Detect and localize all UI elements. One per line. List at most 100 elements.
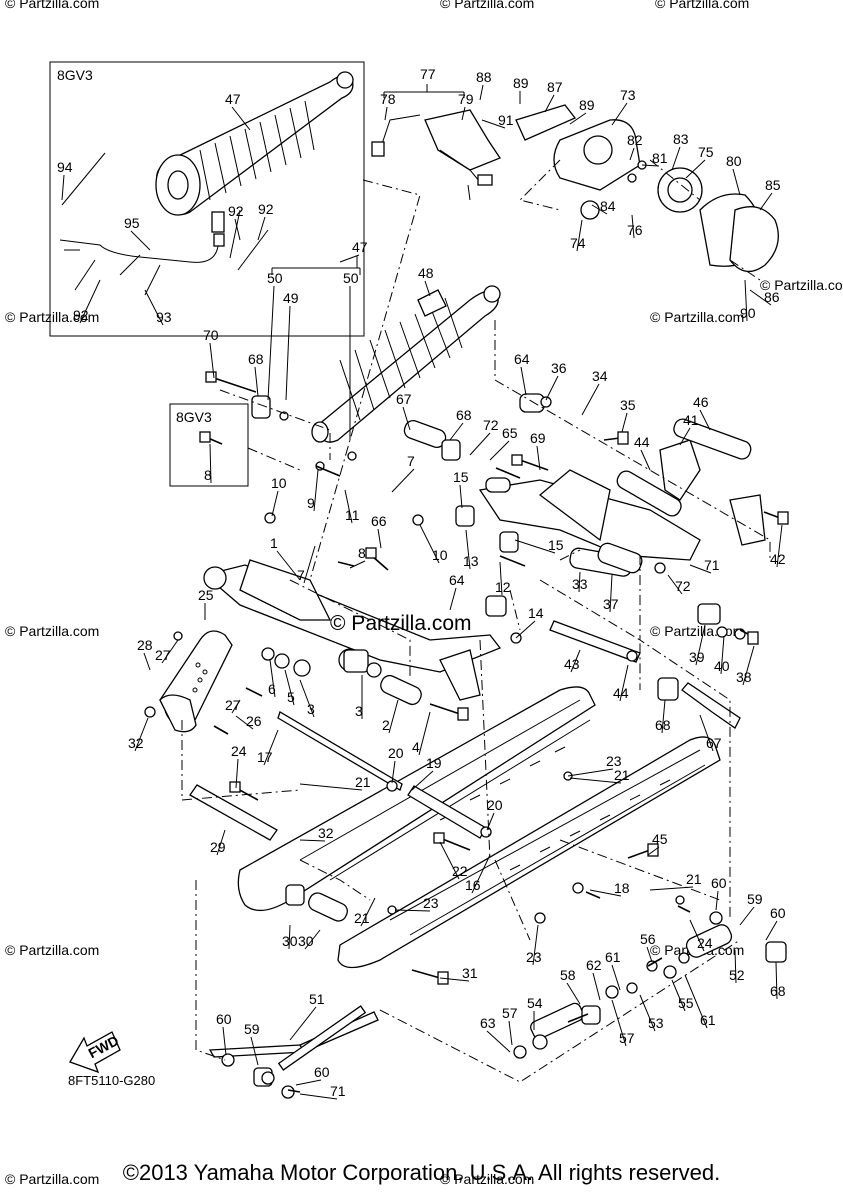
callout-leader-31 [439,977,470,982]
callout-30: 30 [282,933,298,949]
callout-33: 33 [572,576,588,592]
callout-36: 36 [551,360,567,376]
callout-leader-23 [567,768,614,777]
callout-leader-24 [235,758,239,789]
callout-21: 21 [355,774,371,790]
callout-68: 68 [655,717,671,733]
watermark-text: © Partzilla.com [760,277,843,293]
callout-leader-85 [759,192,773,211]
callout-47: 47 [225,91,241,107]
bracket-77 [383,84,465,98]
callout-leader-50 [267,285,275,401]
callout-35: 35 [620,397,636,413]
callout-59: 59 [244,1021,260,1037]
callout-61: 61 [700,1012,716,1028]
callout-63: 63 [480,1015,496,1031]
callout-23: 23 [606,753,622,769]
callout-61: 61 [605,949,621,965]
callout-44: 44 [634,434,650,450]
inset-shock-absorber [59,71,354,296]
callout-10: 10 [432,547,448,563]
callout-87: 87 [547,79,563,95]
callout-leader-84 [591,204,608,215]
callout-leader-58 [566,982,581,1005]
callout-92: 92 [73,307,89,323]
watermark-text: © Partzilla.com [655,0,749,11]
watermark-text: © Partzilla.com [650,309,744,325]
callout-78: 78 [380,91,396,107]
callout-55: 55 [678,995,694,1011]
callout-leader-23 [394,909,431,912]
callout-89: 89 [513,75,529,91]
callout-10: 10 [271,475,287,491]
callout-54: 54 [527,995,543,1011]
callout-69: 69 [530,430,546,446]
callout-64: 64 [449,572,465,588]
callout-57: 57 [619,1030,635,1046]
callout-leader-92 [234,218,241,241]
callout-15: 15 [548,537,564,553]
callout-leader-30 [288,924,291,950]
callout-47: 47 [352,239,368,255]
callout-leader-76 [631,214,635,239]
callout-leader-68 [449,422,464,441]
callout-92: 92 [258,201,274,217]
callout-leader-64 [520,366,527,396]
callout-62: 62 [586,957,602,973]
callout-leader-55 [671,979,686,1012]
callout-leader-36 [545,375,559,401]
callout-50: 50 [343,270,359,286]
callout-16: 16 [465,877,481,893]
callout-30: 30 [298,933,314,949]
callout-leader-11 [344,489,353,524]
callout-leader-13 [465,529,471,570]
callout-93: 93 [156,309,172,325]
callout-leader-44 [640,449,651,471]
callout-leader-69 [536,445,541,471]
shafts [189,393,741,1071]
callout-72: 72 [675,578,691,594]
callout-leader-60 [295,1079,322,1086]
callout-2: 2 [382,717,390,733]
callout-24: 24 [231,743,247,759]
callout-3: 3 [307,701,315,717]
callout-leader-10 [271,490,279,517]
callout-leader-6 [269,659,276,698]
callout-leader-35 [621,412,628,433]
callout-leader-46 [699,409,711,431]
callout-leader-40 [720,635,725,675]
watermark-text: © Partzilla.com [440,0,534,11]
callout-leader-61 [684,974,708,1029]
callout-80: 80 [726,153,742,169]
callout-leader-57 [508,1020,513,1046]
callout-68: 68 [770,983,786,999]
callout-77: 77 [420,66,436,82]
callout-leader-4 [418,711,431,756]
watermark-text: © Partzilla.com [5,942,99,958]
callout-leader-56 [646,946,653,963]
callout-leader-53 [639,994,656,1032]
callout-52: 52 [729,967,745,983]
callout-leader-92 [79,279,101,324]
callout-34: 34 [592,368,608,384]
callout-leader-21 [569,777,622,784]
bushings [144,395,787,1099]
callout-leader-62 [592,972,601,1001]
callout-43: 43 [564,656,580,672]
callout-32: 32 [318,825,334,841]
callout-leader-80 [732,168,741,196]
callout-82: 82 [627,132,643,148]
callout-13: 13 [463,553,479,569]
callout-89: 89 [579,97,595,113]
center-watermark: © Partzilla.com [330,612,472,635]
bracket-47 [271,256,361,275]
callout-leader-20 [391,760,396,784]
watermark-text: © Partzilla.com [5,1171,99,1187]
callout-leader-42 [776,524,783,568]
callout-42: 42 [770,551,786,567]
callout-leader-74 [576,219,583,252]
callout-leader-7 [303,545,316,584]
callout-leader-67 [402,406,411,431]
callout-leader-75 [685,159,706,179]
callout-53: 53 [648,1015,664,1031]
